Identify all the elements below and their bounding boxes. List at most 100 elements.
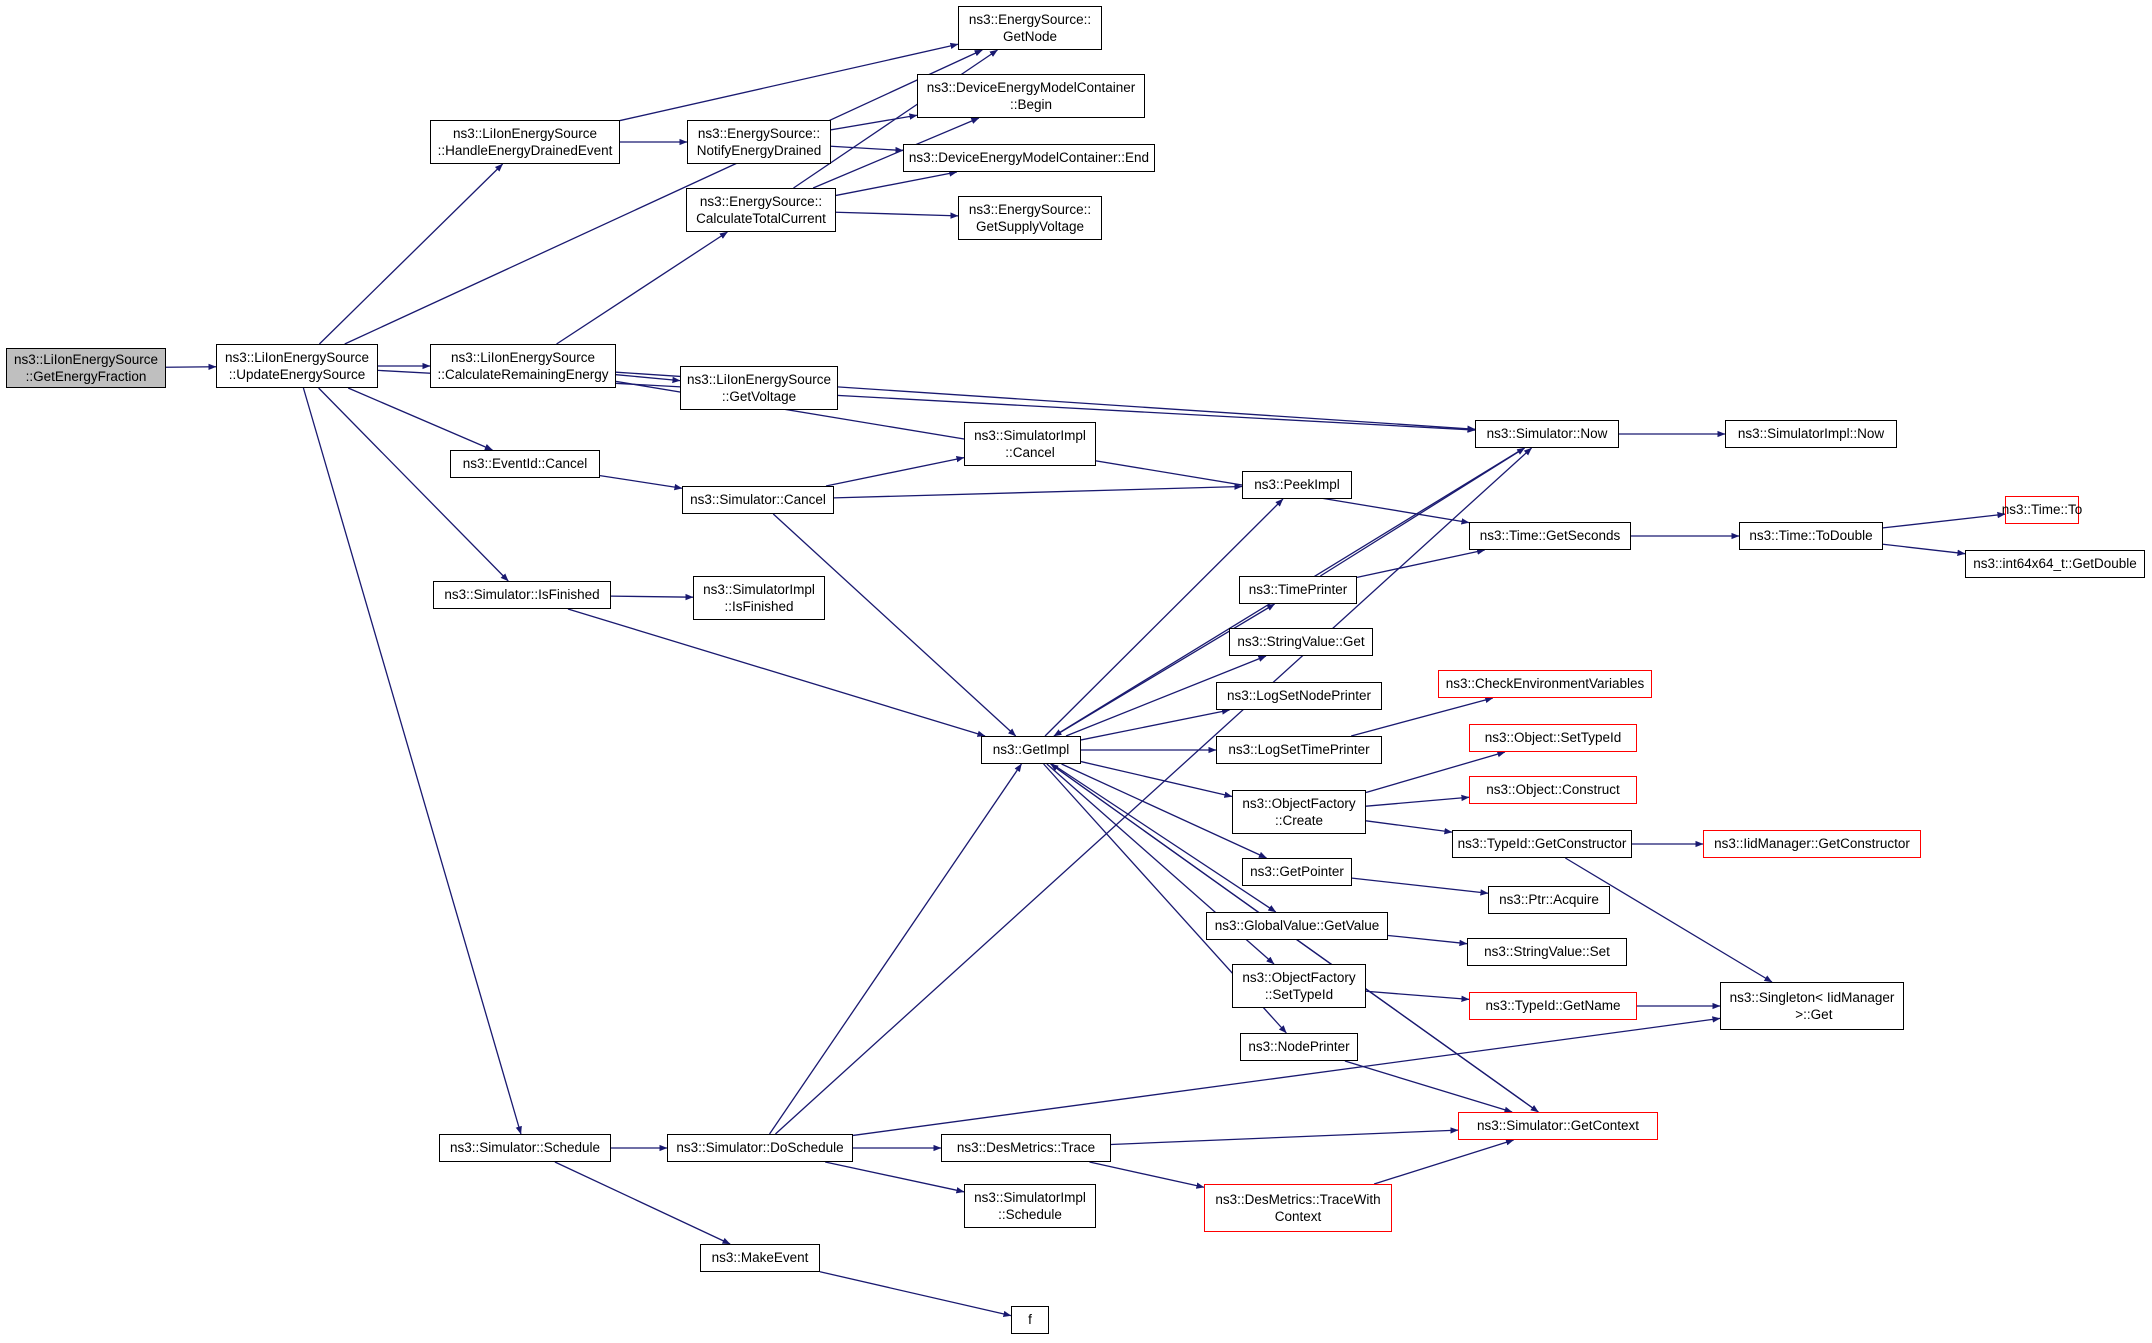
edge-n31-n33: [1365, 820, 1453, 835]
graph-node-n32[interactable]: ns3::Object::Construct: [1469, 776, 1637, 804]
graph-node-n40[interactable]: ns3::TypeId::GetName: [1469, 992, 1637, 1020]
edge-n44-n28: [768, 763, 1023, 1135]
edge-n9-n12: [835, 211, 959, 219]
graph-node-n12[interactable]: ns3::EnergySource:: GetSupplyVoltage: [958, 196, 1102, 240]
graph-node-n5[interactable]: ns3::Simulator::IsFinished: [433, 581, 611, 609]
edge-n28-n35: [1061, 763, 1267, 859]
graph-node-n21[interactable]: ns3::Time::To: [2002, 496, 2082, 524]
graph-node-n46[interactable]: ns3::DesMetrics::TraceWith Context: [1204, 1184, 1392, 1232]
graph-node-n45[interactable]: ns3::DesMetrics::Trace: [941, 1134, 1111, 1162]
edge-n8-n10: [830, 113, 918, 131]
edge-n46-n43: [1373, 1139, 1514, 1185]
graph-node-n0: ns3::LiIonEnergySource ::GetEnergyFracti…: [6, 348, 166, 388]
graph-node-n18[interactable]: ns3::PeekImpl: [1242, 471, 1352, 499]
edge-n28-n18: [1044, 498, 1284, 737]
graph-node-n15[interactable]: ns3::SimulatorImpl::Now: [1725, 420, 1897, 448]
graph-node-n49[interactable]: f: [1011, 1306, 1049, 1334]
edge-n4-n17: [599, 474, 683, 491]
graph-node-n1[interactable]: ns3::LiIonEnergySource ::UpdateEnergySou…: [216, 344, 378, 388]
graph-node-n44[interactable]: ns3::Simulator::DoSchedule: [667, 1134, 853, 1162]
graph-node-n16[interactable]: ns3::SimulatorImpl ::Cancel: [964, 422, 1096, 466]
edge-n45-n46: [1089, 1161, 1205, 1189]
graph-node-n42[interactable]: ns3::NodePrinter: [1240, 1033, 1358, 1061]
edge-n44-n41: [852, 1016, 1721, 1137]
edge-n24-n14: [1320, 447, 1525, 577]
graph-node-n28[interactable]: ns3::GetImpl: [981, 736, 1081, 764]
edge-n28-n31: [1080, 760, 1233, 798]
graph-node-n35[interactable]: ns3::GetPointer: [1242, 858, 1352, 886]
graph-node-n7[interactable]: ns3::EnergySource:: GetNode: [958, 6, 1102, 50]
edge-n3-n9: [556, 231, 728, 345]
graph-node-n38[interactable]: ns3::StringValue::Set: [1467, 938, 1627, 966]
edge-n9-n10: [812, 117, 980, 189]
graph-node-n41[interactable]: ns3::Singleton< IidManager >::Get: [1720, 982, 1904, 1030]
graph-node-n31[interactable]: ns3::ObjectFactory ::Create: [1232, 790, 1366, 834]
edge-n29-n26: [1351, 696, 1494, 737]
graph-node-n30[interactable]: ns3::Object::SetTypeId: [1469, 724, 1637, 752]
edge-n31-n32: [1365, 794, 1470, 807]
graph-node-n19[interactable]: ns3::Time::GetSeconds: [1469, 522, 1631, 550]
graph-node-n2[interactable]: ns3::LiIonEnergySource ::HandleEnergyDra…: [430, 120, 620, 164]
edge-n17-n28: [772, 513, 1017, 737]
graph-node-n37[interactable]: ns3::GlobalValue::GetValue: [1206, 912, 1388, 940]
graph-node-n29[interactable]: ns3::LogSetTimePrinter: [1216, 736, 1382, 764]
graph-node-n8[interactable]: ns3::EnergySource:: NotifyEnergyDrained: [687, 120, 831, 164]
edge-n20-n21: [1882, 511, 2006, 529]
edge-n9-n11: [835, 170, 958, 197]
edge-n17-n18: [833, 483, 1243, 499]
graph-node-n39[interactable]: ns3::ObjectFactory ::SetTypeId: [1232, 964, 1366, 1008]
graph-node-n20[interactable]: ns3::Time::ToDouble: [1739, 522, 1883, 550]
edge-n1-n6: [302, 387, 522, 1135]
edge-n8-n11: [830, 145, 904, 154]
graph-node-n4[interactable]: ns3::EventId::Cancel: [450, 450, 600, 478]
edge-n1-n7: [344, 49, 983, 345]
edge-n6-n48: [554, 1161, 731, 1245]
edge-n35-n36: [1351, 877, 1489, 896]
edge-n20-n22: [1882, 543, 1966, 556]
edge-n28-n27: [1080, 708, 1230, 741]
graph-node-n3[interactable]: ns3::LiIonEnergySource ::CalculateRemain…: [430, 344, 616, 388]
edge-n28-n24: [1054, 603, 1275, 737]
edge-n9-n7: [793, 49, 998, 189]
edge-n2-n7: [619, 42, 959, 122]
graph-node-n34[interactable]: ns3::IidManager::GetConstructor: [1703, 830, 1921, 858]
edge-n1-n2: [318, 163, 504, 345]
graph-node-n48[interactable]: ns3::MakeEvent: [700, 1244, 820, 1272]
edge-n1-n5: [318, 387, 509, 582]
graph-node-n24[interactable]: ns3::TimePrinter: [1239, 576, 1357, 604]
graph-node-n25[interactable]: ns3::StringValue::Get: [1229, 628, 1373, 656]
graph-node-n43[interactable]: ns3::Simulator::GetContext: [1458, 1112, 1658, 1140]
graph-node-n36[interactable]: ns3::Ptr::Acquire: [1488, 886, 1610, 914]
edge-n39-n40: [1365, 990, 1470, 1002]
graph-node-n9[interactable]: ns3::EnergySource:: CalculateTotalCurren…: [686, 188, 836, 232]
edge-n5-n23: [610, 593, 694, 601]
edge-n42-n43: [1344, 1060, 1513, 1113]
graph-node-n14[interactable]: ns3::Simulator::Now: [1475, 420, 1619, 448]
edge-n44-n47: [825, 1161, 965, 1194]
graph-node-n13[interactable]: ns3::LiIonEnergySource ::GetVoltage: [680, 366, 838, 410]
graph-node-n27[interactable]: ns3::LogSetNodePrinter: [1216, 682, 1382, 710]
edge-n28-n25: [1065, 655, 1267, 737]
edge-n3-n13: [615, 374, 681, 384]
edge-n24-n19: [1356, 548, 1486, 578]
edge-n44-n14: [774, 447, 1533, 1135]
graph-node-n10[interactable]: ns3::DeviceEnergyModelContainer ::Begin: [917, 74, 1145, 118]
graph-node-n47[interactable]: ns3::SimulatorImpl ::Schedule: [964, 1184, 1096, 1228]
graph-node-n23[interactable]: ns3::SimulatorImpl ::IsFinished: [693, 576, 825, 620]
edge-n48-n49: [819, 1271, 1012, 1318]
graph-node-n26[interactable]: ns3::CheckEnvironmentVariables: [1438, 670, 1652, 698]
graph-node-n17[interactable]: ns3::Simulator::Cancel: [682, 486, 834, 514]
graph-node-n22[interactable]: ns3::int64x64_t::GetDouble: [1965, 550, 2145, 578]
edge-n33-n41: [1564, 857, 1773, 983]
edge-n31-n30: [1365, 751, 1506, 794]
edge-n45-n43: [1110, 1127, 1459, 1146]
graph-node-n11[interactable]: ns3::DeviceEnergyModelContainer::End: [903, 144, 1155, 172]
graph-node-n6[interactable]: ns3::Simulator::Schedule: [439, 1134, 611, 1162]
edge-n37-n38: [1387, 934, 1468, 947]
edge-n28-n37: [1051, 763, 1277, 913]
edge-n5-n28: [567, 608, 986, 737]
edge-n17-n16: [825, 455, 965, 487]
graph-node-n33[interactable]: ns3::TypeId::GetConstructor: [1452, 830, 1632, 858]
